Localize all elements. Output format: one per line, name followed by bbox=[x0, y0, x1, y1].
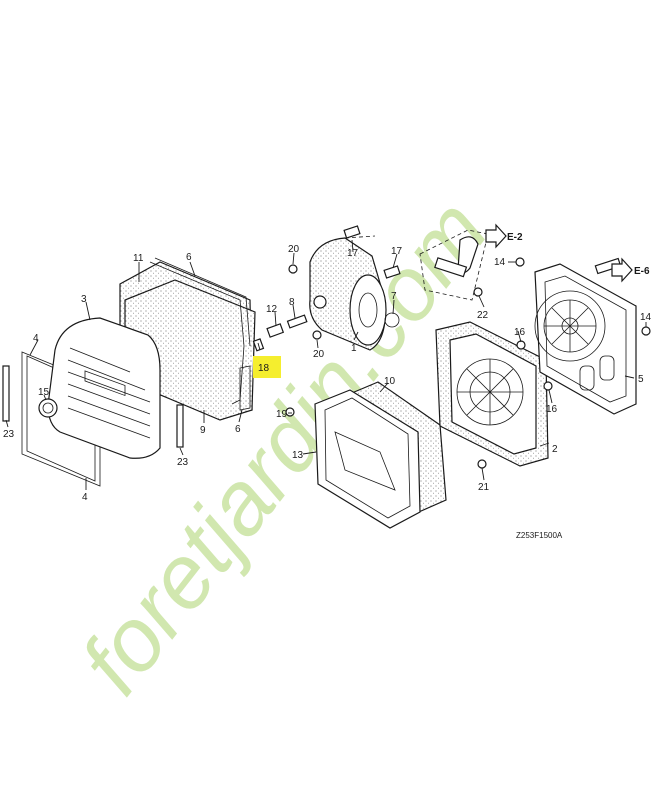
callout-5: 5 bbox=[638, 374, 644, 385]
rear-panel-2 bbox=[435, 321, 549, 469]
callout-21: 21 bbox=[478, 482, 490, 493]
callout-10: 10 bbox=[384, 376, 396, 387]
exhaust-pipe bbox=[419, 229, 489, 301]
callout-19: 19 bbox=[276, 409, 288, 420]
figure-code: Z253F1500A bbox=[516, 531, 563, 540]
callout-20: 20 bbox=[288, 244, 300, 255]
leader-lines bbox=[5, 239, 647, 490]
callout-15: 15 bbox=[38, 387, 50, 398]
callout-17: 17 bbox=[347, 248, 359, 259]
callout-9: 9 bbox=[200, 425, 206, 436]
callout-8: 8 bbox=[289, 297, 295, 308]
callout-4: 4 bbox=[33, 333, 39, 344]
callout-12: 12 bbox=[266, 304, 278, 315]
callout-1: 1 bbox=[351, 343, 357, 354]
side-cover-group bbox=[2, 257, 256, 487]
callout-7: 7 bbox=[391, 291, 397, 302]
e6-label: E-6 bbox=[634, 266, 650, 277]
callout-16: 16 bbox=[514, 327, 526, 338]
callout-22: 22 bbox=[477, 310, 489, 321]
part-18-highlight bbox=[253, 356, 281, 378]
muffler-group bbox=[252, 225, 401, 352]
callout-20: 20 bbox=[313, 349, 325, 360]
callout-23: 23 bbox=[177, 457, 189, 468]
callout-14: 14 bbox=[494, 257, 506, 268]
front-frame-group bbox=[285, 381, 447, 529]
callout-11: 11 bbox=[133, 253, 144, 264]
callout-17: 17 bbox=[391, 246, 403, 257]
callout-numbers: 1 2 3 4 4 4 5 6 6 7 8 9 10 11 12 13 14 1… bbox=[3, 244, 652, 503]
callout-3: 3 bbox=[81, 294, 87, 305]
callout-23: 23 bbox=[3, 429, 15, 440]
e6-arrow-icon bbox=[611, 257, 633, 283]
rear-panel-5 bbox=[515, 257, 651, 415]
callout-4: 4 bbox=[82, 492, 88, 503]
callout-2: 2 bbox=[552, 444, 558, 455]
e2-arrow-icon bbox=[485, 223, 507, 249]
e2-label: E-2 bbox=[507, 232, 523, 243]
callout-13: 13 bbox=[292, 450, 304, 461]
callout-14: 14 bbox=[640, 312, 652, 323]
callout-18: 18 bbox=[258, 363, 270, 374]
callout-6: 6 bbox=[186, 252, 192, 263]
callout-6: 6 bbox=[235, 424, 241, 435]
callout-16: 16 bbox=[546, 404, 558, 415]
